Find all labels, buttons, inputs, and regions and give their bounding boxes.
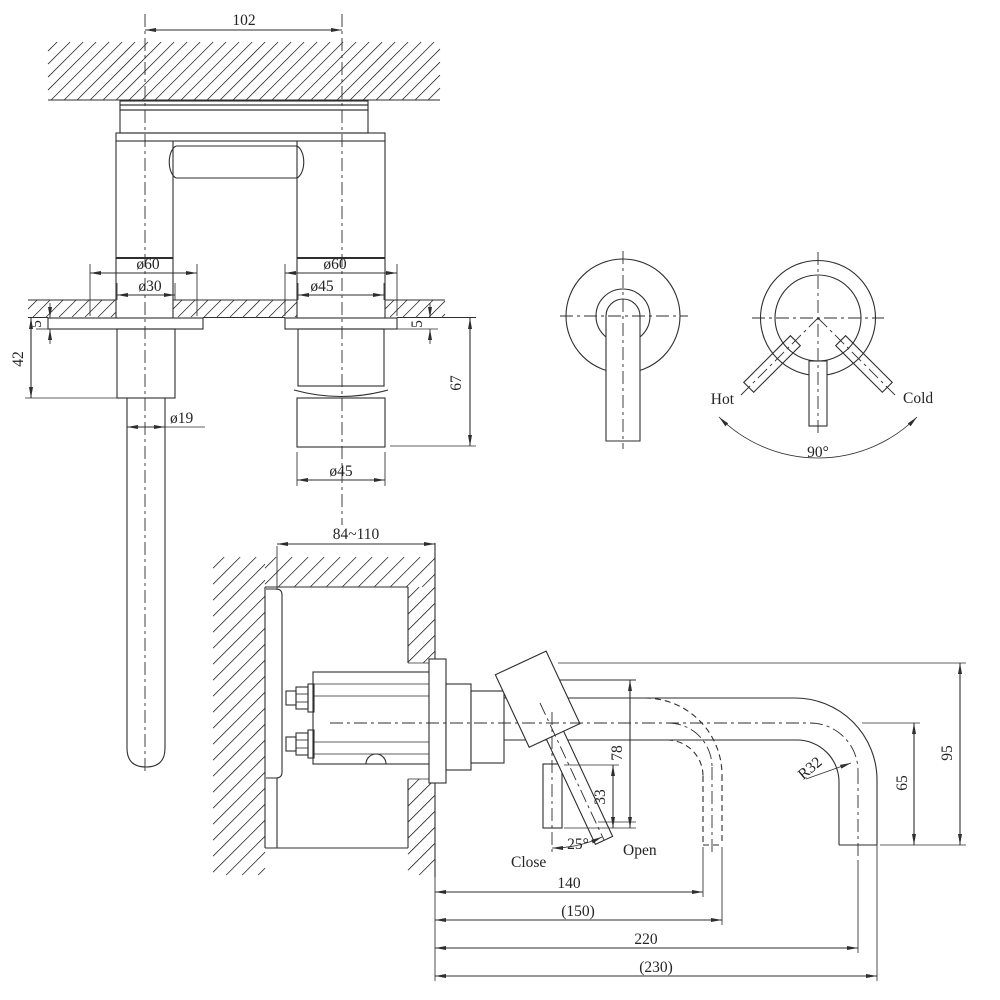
dim-lever-angle: 25° bbox=[567, 836, 589, 853]
front-view: 102 ø60 ø30 ø60 ø45 5 42 ø19 5 67 ø45 bbox=[10, 12, 476, 772]
dim-wall-thickness-range: 84~110 bbox=[333, 526, 380, 543]
dim-hole-spacing: 102 bbox=[232, 12, 255, 29]
dim-right-body-dia: ø45 bbox=[310, 278, 334, 295]
label-cold: Cold bbox=[903, 390, 933, 407]
dim-left-shank-length: 42 bbox=[10, 351, 27, 367]
dim-right-flange-dia: ø60 bbox=[323, 256, 347, 273]
dim-spout-body-height: 67 bbox=[448, 375, 465, 391]
section-view-hatch bbox=[212, 556, 436, 876]
dim-right-deck-thickness: 5 bbox=[409, 320, 426, 328]
dim-outlet-drop: 65 bbox=[894, 775, 911, 791]
label-open: Open bbox=[623, 842, 657, 859]
dim-overall-height: 95 bbox=[939, 745, 956, 761]
dim-lever-travel: 33 bbox=[592, 789, 609, 805]
dim-long-spout-reach-overall: (230) bbox=[639, 959, 673, 976]
dim-left-shank-dia: ø30 bbox=[138, 278, 162, 295]
handle-front-view: 90° Hot Cold bbox=[711, 252, 933, 461]
front-view-dims: 102 ø60 ø30 ø60 ø45 5 42 ø19 5 67 ø45 bbox=[10, 12, 476, 486]
dim-spout-reach: 140 bbox=[557, 875, 581, 892]
label-close: Close bbox=[511, 854, 546, 871]
label-hot: Hot bbox=[711, 391, 735, 408]
dim-spout-reach-overall: (150) bbox=[561, 903, 595, 920]
dim-long-spout-reach: 220 bbox=[634, 931, 658, 948]
dim-inlet-tube-dia: ø19 bbox=[170, 410, 194, 427]
label-swing-angle: 90° bbox=[807, 444, 829, 461]
front-view-hatch bbox=[27, 41, 446, 318]
section-view-dims: 84~110 78 33 25° Close Open R32 65 95 140 (150) 220… bbox=[276, 526, 966, 981]
dim-spout-bend-radius: R32 bbox=[795, 754, 826, 784]
handle-side-view bbox=[560, 251, 688, 449]
dim-handle-height: 78 bbox=[609, 745, 626, 761]
dim-aerator-dia: ø45 bbox=[329, 463, 353, 480]
dim-left-flange-dia: ø60 bbox=[136, 256, 160, 273]
section-view: 84~110 78 33 25° Close Open R32 65 95 140 (150) 220… bbox=[212, 526, 966, 981]
dim-left-deck-thickness: 5 bbox=[28, 320, 45, 328]
